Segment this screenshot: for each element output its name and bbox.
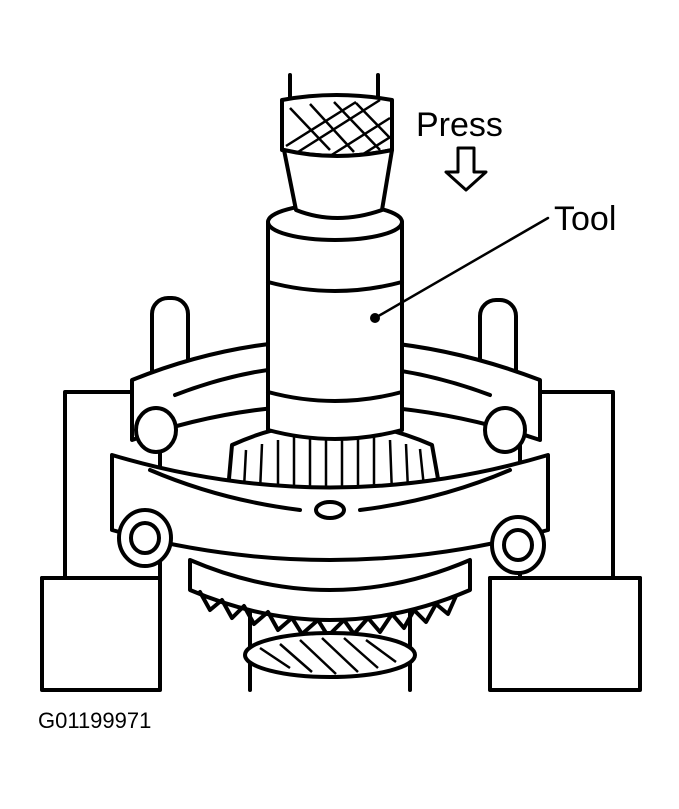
bearing-splitter xyxy=(110,296,550,575)
tool-label: Tool xyxy=(554,200,616,238)
press-arrow-icon xyxy=(444,146,488,192)
gear xyxy=(188,558,472,679)
press-ram xyxy=(280,73,394,220)
figure-id: G01199971 xyxy=(38,708,152,733)
tool-leader-line xyxy=(370,216,550,323)
press-label: Press xyxy=(416,106,503,144)
tool-cylinder xyxy=(266,202,404,441)
